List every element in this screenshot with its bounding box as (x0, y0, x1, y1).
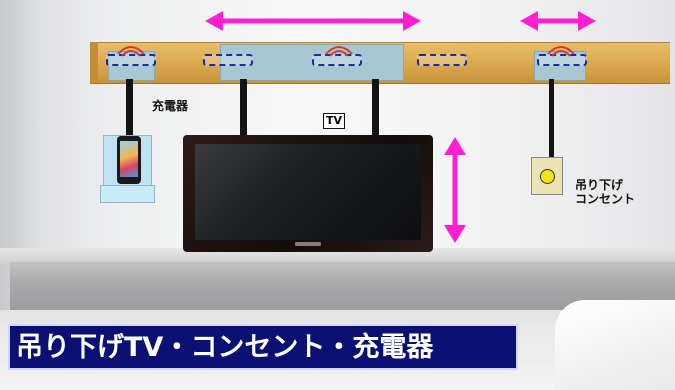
double-arrow-horizontal-icon (520, 11, 596, 31)
charger-pole (126, 79, 133, 136)
double-arrow-horizontal-icon (205, 11, 421, 31)
tv-pole-right (372, 79, 379, 137)
charger-label: 充電器 (152, 99, 189, 113)
title-text: 吊り下げTV・コンセント・充電器 (16, 332, 434, 363)
tv-board-top (0, 248, 675, 264)
wireless-signal-icon (325, 46, 353, 57)
wireless-signal-icon (117, 46, 145, 57)
rail-end-cap (90, 42, 98, 82)
outlet-pole (549, 79, 554, 158)
tv-screen (195, 144, 421, 240)
smartphone-screen (120, 141, 138, 177)
rail-slot (203, 54, 253, 66)
rail-slot (417, 54, 467, 66)
power-outlet-icon (531, 157, 563, 195)
rail-slot (106, 54, 156, 66)
charger-base (100, 185, 155, 203)
rail-slot (312, 54, 362, 66)
smartphone-icon (117, 136, 141, 184)
double-arrow-vertical-icon (444, 137, 466, 243)
sofa (555, 300, 675, 390)
tv-label: TV (323, 113, 346, 129)
tv-board (10, 262, 675, 310)
tv-brand-mark (295, 242, 321, 246)
tv-pole-left (240, 79, 247, 137)
title-banner: 吊り下げTV・コンセント・充電器 (8, 324, 518, 370)
television (183, 135, 433, 252)
outlet-indicator (540, 169, 555, 184)
outlet-label: 吊り下げ コンセント (575, 178, 636, 206)
rail-slot (537, 54, 587, 66)
wireless-signal-icon (547, 46, 575, 57)
